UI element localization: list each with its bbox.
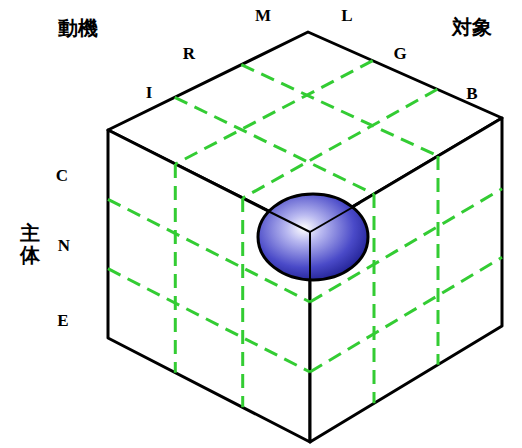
axis-label: L [341,6,352,26]
axis-title: 主体 [20,222,40,266]
axis-label: R [183,44,195,64]
axis-label: I [146,83,153,103]
axis-label: C [56,166,68,186]
axis-label: E [57,311,68,331]
axis-label: B [466,84,477,104]
axis-label: M [255,6,271,26]
corner-edges [262,203,360,280]
cube-faces [108,32,502,442]
axis-label: 動機 [58,15,98,42]
axis-label: G [393,44,406,64]
grid-lines [108,61,502,408]
axis-label: 対象 [452,14,492,41]
sphere [258,194,368,280]
axis-label: N [58,236,70,256]
